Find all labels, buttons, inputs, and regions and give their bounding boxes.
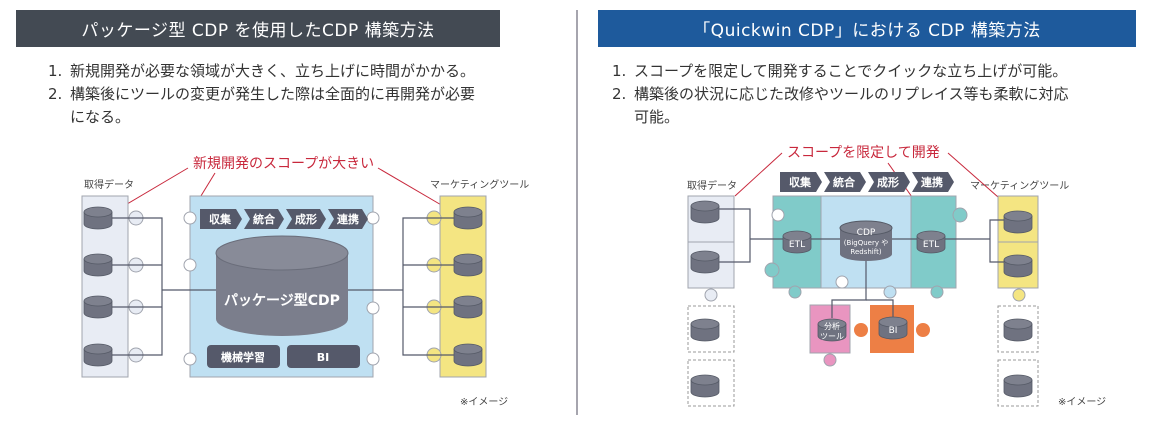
module-label: 機械学習 — [221, 350, 265, 364]
database-icon — [1003, 254, 1033, 278]
placeholder-piece — [687, 359, 735, 407]
database-icon — [690, 250, 720, 274]
step-label: 収集 — [789, 175, 812, 189]
placeholder-piece — [997, 305, 1039, 353]
database-icon — [690, 200, 720, 224]
step-chevron — [780, 172, 822, 192]
analysis-label: ツール — [820, 332, 844, 341]
item-number: 2. — [612, 85, 627, 103]
item-text: スコープを限定して開発することでクイックな立ち上げが可能。 — [634, 62, 1068, 80]
cdp-label: (BigQuery や — [844, 239, 888, 247]
database-icon — [453, 295, 483, 319]
step-chevron — [200, 209, 242, 229]
source-label: 取得データ — [84, 178, 134, 191]
core-label: パッケージ型CDP — [224, 292, 340, 309]
database-icon — [83, 206, 113, 230]
placeholder-piece — [687, 305, 735, 353]
step-chevron — [286, 209, 326, 229]
database-icon — [83, 343, 113, 367]
step-label: 統合 — [253, 212, 276, 226]
step-chevron — [868, 172, 910, 192]
left-panel-title: パッケージ型 CDP を使用したCDP 構築方法 — [16, 10, 500, 47]
step-chevron — [912, 172, 954, 192]
module-label: BI — [317, 351, 329, 364]
bi-label: BI — [889, 326, 898, 336]
list-item: 1. 新規開発が必要な領域が大きく、立ち上げに時間がかかる。 — [48, 60, 548, 83]
step-label: 成形 — [295, 212, 317, 226]
database-icon — [453, 206, 483, 230]
item-text: 新規開発が必要な領域が大きく、立ち上げに時間がかかる。 — [70, 62, 476, 80]
database-icon — [690, 374, 720, 398]
left-points-list: 1. 新規開発が必要な領域が大きく、立ち上げに時間がかかる。 2. 構築後にツールの… — [48, 60, 548, 129]
target-label: マーケティングツール — [430, 178, 529, 191]
item-text: 構築後の状況に応じた改修やツールのリプレイス等も柔軟に対応可能。 — [634, 85, 1069, 126]
database-icon — [690, 318, 720, 342]
step-label: 連携 — [921, 175, 943, 189]
database-icon — [83, 253, 113, 277]
step-chevron — [328, 209, 368, 229]
database-icon — [453, 343, 483, 367]
cdp-database-icon — [839, 220, 893, 261]
item-number: 1. — [48, 62, 63, 80]
step-label: 連携 — [337, 212, 359, 226]
right-diagram: 取得データ マーケティングツール スコープを限定して開発 収集 統合 成形 連携 — [687, 145, 1106, 408]
etl-label: ETL — [789, 240, 805, 250]
step-label: 統合 — [833, 175, 856, 189]
step-chevron — [244, 209, 284, 229]
item-text: 構築後にツールの変更が発生した際は全面的に再開発が必要になる。 — [70, 85, 476, 126]
step-label: 成形 — [877, 175, 899, 189]
step-chevron — [824, 172, 866, 192]
list-item: 2. 構築後にツールの変更が発生した際は全面的に再開発が必要になる。 — [48, 83, 488, 129]
database-icon — [1003, 210, 1033, 234]
scope-callout: 新規開発のスコープが大きい — [193, 156, 374, 172]
cdp-label: CDP — [857, 228, 876, 238]
image-note: ※イメージ — [460, 397, 508, 408]
module-box — [207, 345, 280, 368]
etl-label: ETL — [923, 240, 939, 250]
right-title-text: 「Quickwin CDP」における CDP 構築方法 — [693, 21, 1041, 41]
database-icon — [1003, 374, 1033, 398]
step-label: 収集 — [209, 212, 232, 226]
panel-divider — [576, 10, 578, 415]
image-note: ※イメージ — [1058, 397, 1106, 408]
list-item: 1. スコープを限定して開発することでクイックな立ち上げが可能。 — [612, 60, 1132, 83]
left-title-text: パッケージ型 CDP を使用したCDP 構築方法 — [81, 21, 435, 41]
item-number: 1. — [612, 62, 627, 80]
analysis-label: 分析 — [824, 321, 840, 331]
module-box — [287, 345, 360, 368]
scope-callout: スコープを限定して開発 — [787, 145, 940, 161]
database-icon — [1003, 318, 1033, 342]
cdp-label: Redshift) — [850, 248, 881, 256]
database-icon — [453, 253, 483, 277]
right-points-list: 1. スコープを限定して開発することでクイックな立ち上げが可能。 2. 構築後の状況… — [612, 60, 1132, 129]
left-diagram: 取得データ マーケティングツール 新規開発のスコープが大きい — [81, 156, 529, 408]
placeholder-piece — [997, 359, 1039, 407]
item-number: 2. — [48, 85, 63, 103]
database-icon — [83, 295, 113, 319]
target-label: マーケティングツール — [970, 179, 1069, 192]
list-item: 2. 構築後の状況に応じた改修やツールのリプレイス等も柔軟に対応可能。 — [612, 83, 1082, 129]
right-panel-title: 「Quickwin CDP」における CDP 構築方法 — [598, 10, 1136, 47]
source-label: 取得データ — [687, 179, 737, 192]
core-database-icon — [215, 235, 349, 336]
